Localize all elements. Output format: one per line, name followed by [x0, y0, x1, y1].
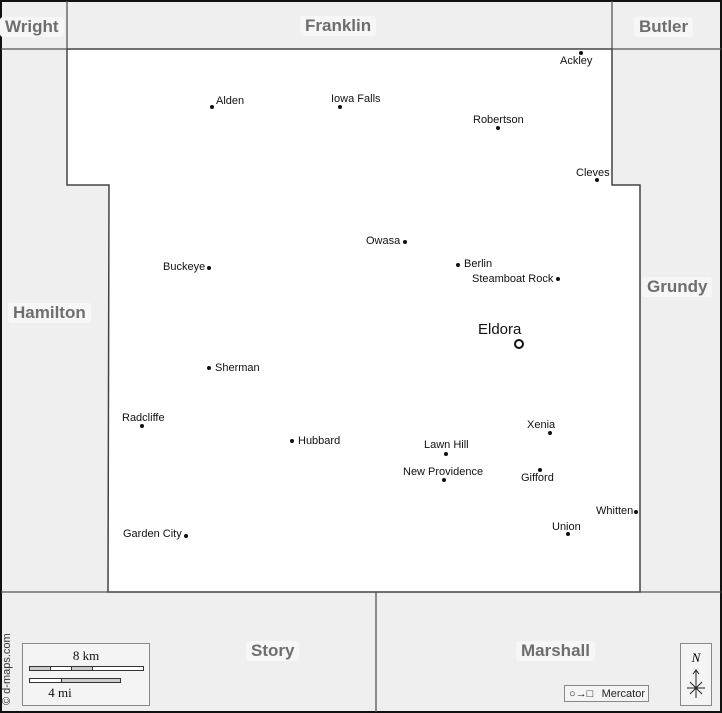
- city-label: Lawn Hill: [424, 439, 469, 451]
- city-label: Berlin: [464, 258, 493, 270]
- city-label: New Providence: [403, 466, 484, 478]
- city-label: Owasa: [366, 235, 401, 247]
- city-label: Buckeye: [163, 261, 206, 273]
- city-dot: [579, 51, 583, 55]
- city-dot: [210, 105, 214, 109]
- city-dot: [338, 105, 342, 109]
- city-dot: [566, 532, 570, 536]
- city-label: Robertson: [473, 114, 524, 126]
- county-seat-marker: [514, 339, 524, 349]
- county-marshall: Marshall: [516, 641, 595, 661]
- city-dot: [548, 431, 552, 435]
- north-label: N: [691, 650, 701, 665]
- city-dot: [403, 240, 407, 244]
- projection-label: Mercator: [601, 688, 645, 700]
- north-arrow: N: [680, 643, 712, 706]
- county-butler: Butler: [634, 17, 694, 37]
- city-dot: [538, 468, 542, 472]
- county-franklin: Franklin: [300, 16, 377, 36]
- city-label: Iowa Falls: [331, 93, 381, 105]
- scale-bars: [29, 666, 144, 683]
- city-dot: [556, 277, 560, 281]
- city-label: Garden City: [123, 528, 182, 540]
- city-label: Union: [552, 521, 581, 533]
- county-wright: Wright: [0, 17, 64, 37]
- city-label: Steamboat Rock: [472, 273, 554, 285]
- city-label: Cleves: [576, 167, 610, 179]
- compass-icon: [687, 669, 705, 698]
- city-dot: [140, 424, 144, 428]
- scale-km-label: 8 km: [72, 648, 100, 663]
- city-label: Radcliffe: [122, 412, 165, 424]
- city-label: Hubbard: [298, 435, 341, 447]
- city-dot: [184, 534, 188, 538]
- scale-bar: 8 km 4 mi: [22, 643, 150, 706]
- city-label: Alden: [216, 95, 245, 107]
- city-label: Ackley: [560, 55, 593, 67]
- city-dot: [496, 126, 500, 130]
- projection-icon: ○→□: [569, 688, 594, 700]
- city-dot: [634, 510, 638, 514]
- city-label: Whitten: [596, 505, 634, 517]
- city-label: Gifford: [521, 472, 554, 484]
- city-dot: [444, 452, 448, 456]
- county-grundy: Grundy: [642, 277, 713, 297]
- city-label: Eldora: [478, 321, 522, 338]
- city-dot: [290, 439, 294, 443]
- scale-mi-label: 4 mi: [48, 685, 72, 700]
- city-label: Sherman: [215, 362, 260, 374]
- city-dot: [456, 263, 460, 267]
- county-hamilton: Hamilton: [8, 303, 91, 323]
- hardin-county: [66, 48, 641, 593]
- credit: © d-maps.com: [1, 633, 13, 705]
- city-dot: [207, 366, 211, 370]
- projection-box: ○→□ Mercator: [564, 685, 649, 702]
- city-dot: [442, 478, 446, 482]
- county-story: Story: [246, 641, 300, 661]
- city-dot: [207, 266, 211, 270]
- city-dot: [595, 178, 599, 182]
- city-label: Xenia: [527, 419, 556, 431]
